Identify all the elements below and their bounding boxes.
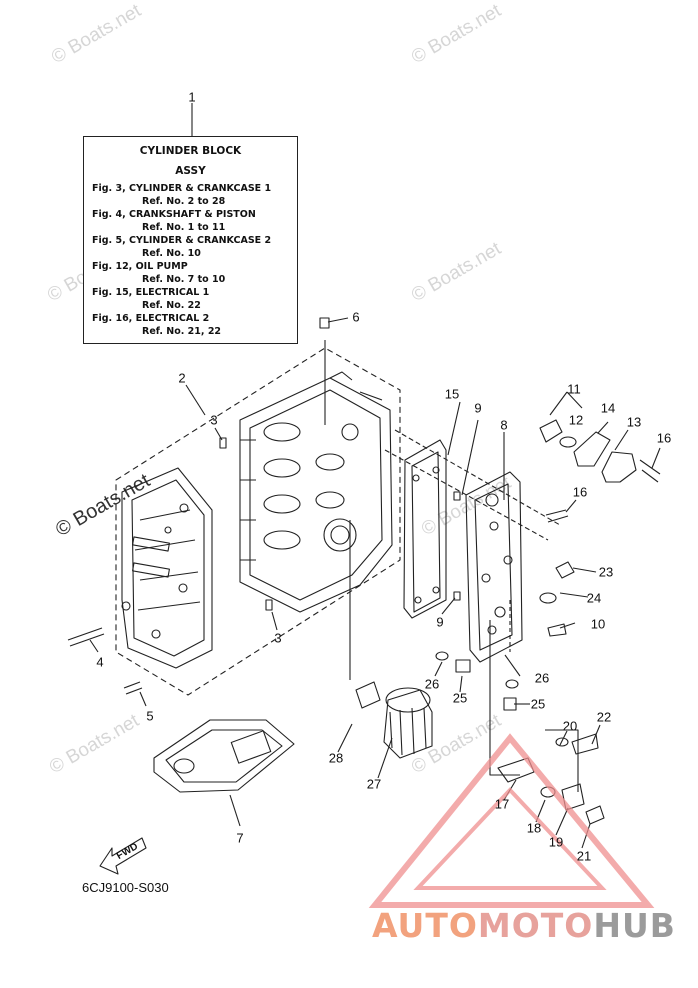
title-box: CYLINDER BLOCK ASSY Fig. 3, CYLINDER & C… bbox=[83, 136, 298, 344]
title-box-ref: Ref. No. 22 bbox=[142, 300, 201, 311]
callout-label: 24 bbox=[586, 590, 602, 606]
callout-label: 21 bbox=[576, 848, 592, 864]
callout-label: 17 bbox=[494, 796, 510, 812]
callout-label: 16 bbox=[572, 484, 588, 500]
callout-label: 7 bbox=[236, 830, 244, 846]
title-box-fig: Fig. 16, ELECTRICAL 2 bbox=[92, 313, 210, 324]
callout-label: 3 bbox=[274, 630, 282, 646]
logo-triangle bbox=[368, 733, 655, 908]
callout-label: 28 bbox=[328, 750, 344, 766]
callout-label: 8 bbox=[500, 417, 508, 433]
callout-label: 27 bbox=[366, 776, 382, 792]
logo-part: MOTO bbox=[477, 906, 594, 945]
callout-label: 10 bbox=[590, 616, 606, 632]
callout-label: 3 bbox=[210, 412, 218, 428]
callout-label: 20 bbox=[562, 718, 578, 734]
callout-label: 5 bbox=[146, 708, 154, 724]
title-box-fig: Fig. 12, OIL PUMP bbox=[92, 261, 188, 272]
callout-label: 13 bbox=[626, 414, 642, 430]
callout-label: 9 bbox=[474, 400, 482, 416]
title-box-ref: Ref. No. 10 bbox=[142, 248, 201, 259]
title-box-subheading: ASSY bbox=[175, 165, 206, 177]
callout-label: 15 bbox=[444, 386, 460, 402]
title-box-ref: Ref. No. 21, 22 bbox=[142, 326, 222, 337]
logo-part: HUB bbox=[593, 906, 676, 945]
callout-label: 19 bbox=[548, 834, 564, 850]
title-box-ref: Ref. No. 7 to 10 bbox=[142, 274, 226, 285]
callout-label: 4 bbox=[96, 654, 104, 670]
brand-logo: AUTOMOTOHUB bbox=[372, 906, 676, 945]
callout-label: 11 bbox=[567, 381, 581, 397]
callout-label: 2 bbox=[178, 370, 186, 386]
callout-label: 26 bbox=[424, 676, 440, 692]
title-box-ref: Ref. No. 2 to 28 bbox=[142, 196, 226, 207]
callout-label: 18 bbox=[526, 820, 542, 836]
diagram-code: 6CJ9100-S030 bbox=[82, 880, 169, 895]
title-box-heading: CYLINDER BLOCK bbox=[139, 145, 242, 157]
logo-part: AUTO bbox=[372, 906, 478, 945]
callout-label: 16 bbox=[656, 430, 672, 446]
callout-label: 22 bbox=[596, 709, 612, 725]
title-box-fig: Fig. 5, CYLINDER & CRANKCASE 2 bbox=[92, 235, 272, 246]
callout-label: 25 bbox=[452, 690, 468, 706]
title-box-fig: Fig. 4, CRANKSHAFT & PISTON bbox=[92, 209, 256, 220]
callout-label: 6 bbox=[352, 309, 360, 325]
callout-label: 1 bbox=[188, 89, 196, 105]
callout-label: 23 bbox=[598, 564, 614, 580]
callout-label: 12 bbox=[568, 412, 584, 428]
callout-label: 26 bbox=[534, 670, 550, 686]
title-box-fig: Fig. 3, CYLINDER & CRANKCASE 1 bbox=[92, 183, 272, 194]
title-box-ref: Ref. No. 1 to 11 bbox=[142, 222, 226, 233]
callout-label: 9 bbox=[436, 614, 444, 630]
title-box-fig: Fig. 15, ELECTRICAL 1 bbox=[92, 287, 210, 298]
callout-label: 25 bbox=[530, 696, 546, 712]
callout-label: 14 bbox=[600, 400, 616, 416]
